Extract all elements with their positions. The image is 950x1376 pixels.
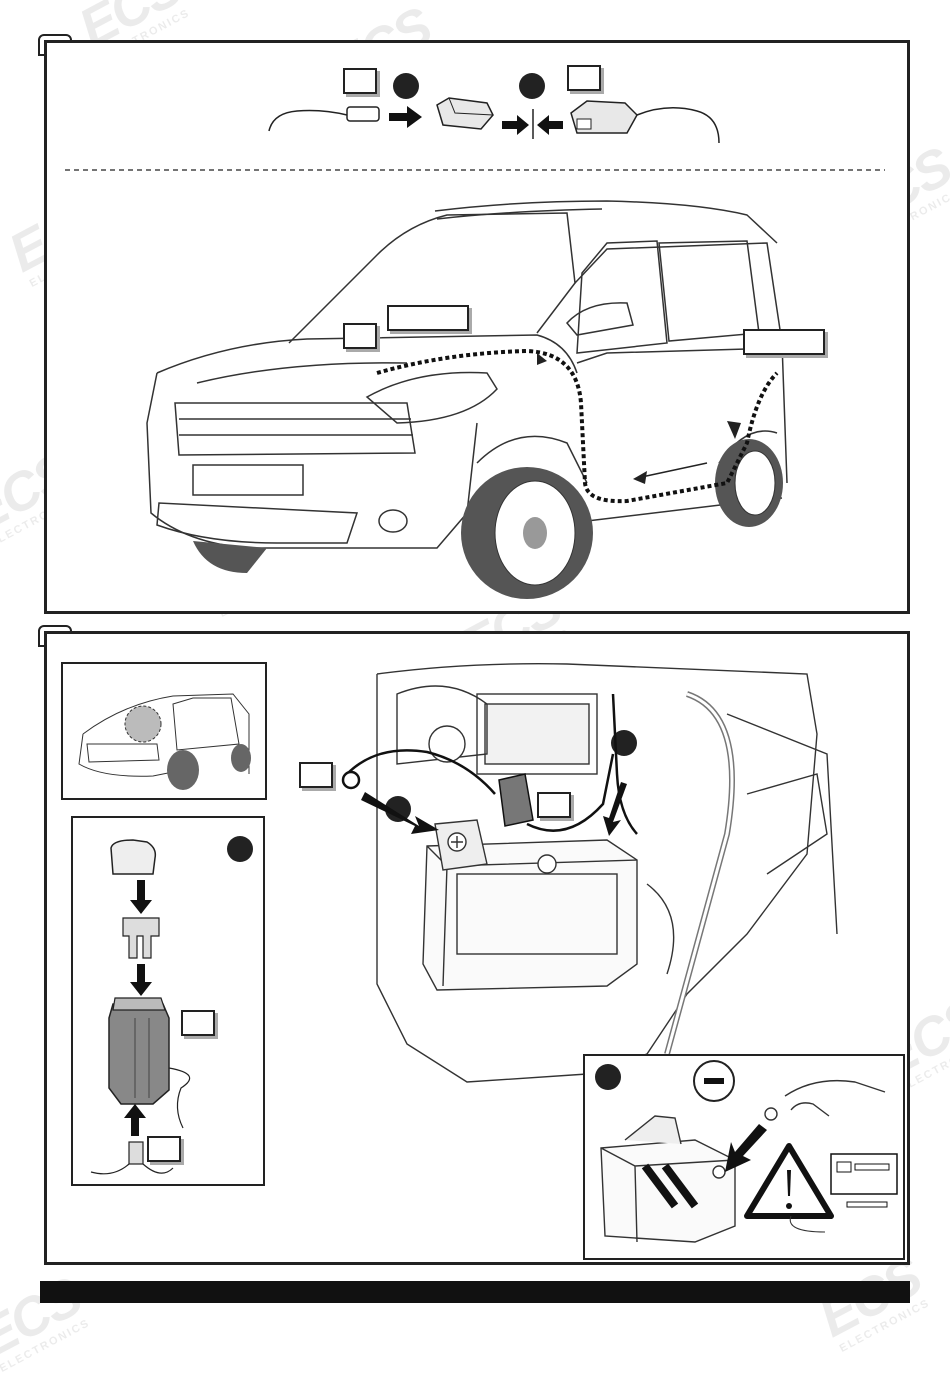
label-box — [343, 68, 377, 94]
inset-battery-warning — [583, 1054, 905, 1260]
label-box-wide — [743, 329, 825, 355]
label-box-wide — [387, 305, 469, 331]
connector-assembly-drawing — [65, 97, 885, 599]
battery-warning-drawing — [600, 1079, 898, 1243]
label-box — [343, 323, 377, 349]
label-box — [299, 762, 333, 788]
label-box — [181, 1010, 215, 1036]
front-wheel — [461, 467, 593, 599]
panel-routing — [44, 40, 910, 614]
label-box — [537, 792, 571, 818]
car-outline — [146, 200, 788, 549]
inset-car-drawing — [78, 693, 251, 790]
label-box — [147, 1136, 181, 1162]
minus-icon — [693, 1060, 735, 1102]
step-dot — [393, 73, 419, 99]
rear-wheel — [715, 439, 783, 527]
step-dot — [519, 73, 545, 99]
warning-triangle-icon — [744, 1143, 834, 1219]
step-dot — [595, 1064, 621, 1090]
panel-battery-connection — [44, 631, 910, 1265]
wire-route — [376, 348, 779, 504]
engine-bay-drawing — [341, 663, 838, 1083]
fuse-exploded-drawing — [90, 839, 191, 1175]
inset-car-locator — [61, 662, 267, 800]
step-dot — [227, 836, 253, 862]
inset-fuse-assembly — [71, 816, 265, 1186]
radio-display-icon — [830, 1153, 898, 1208]
footer-bar — [40, 1281, 910, 1303]
label-box — [567, 65, 601, 91]
